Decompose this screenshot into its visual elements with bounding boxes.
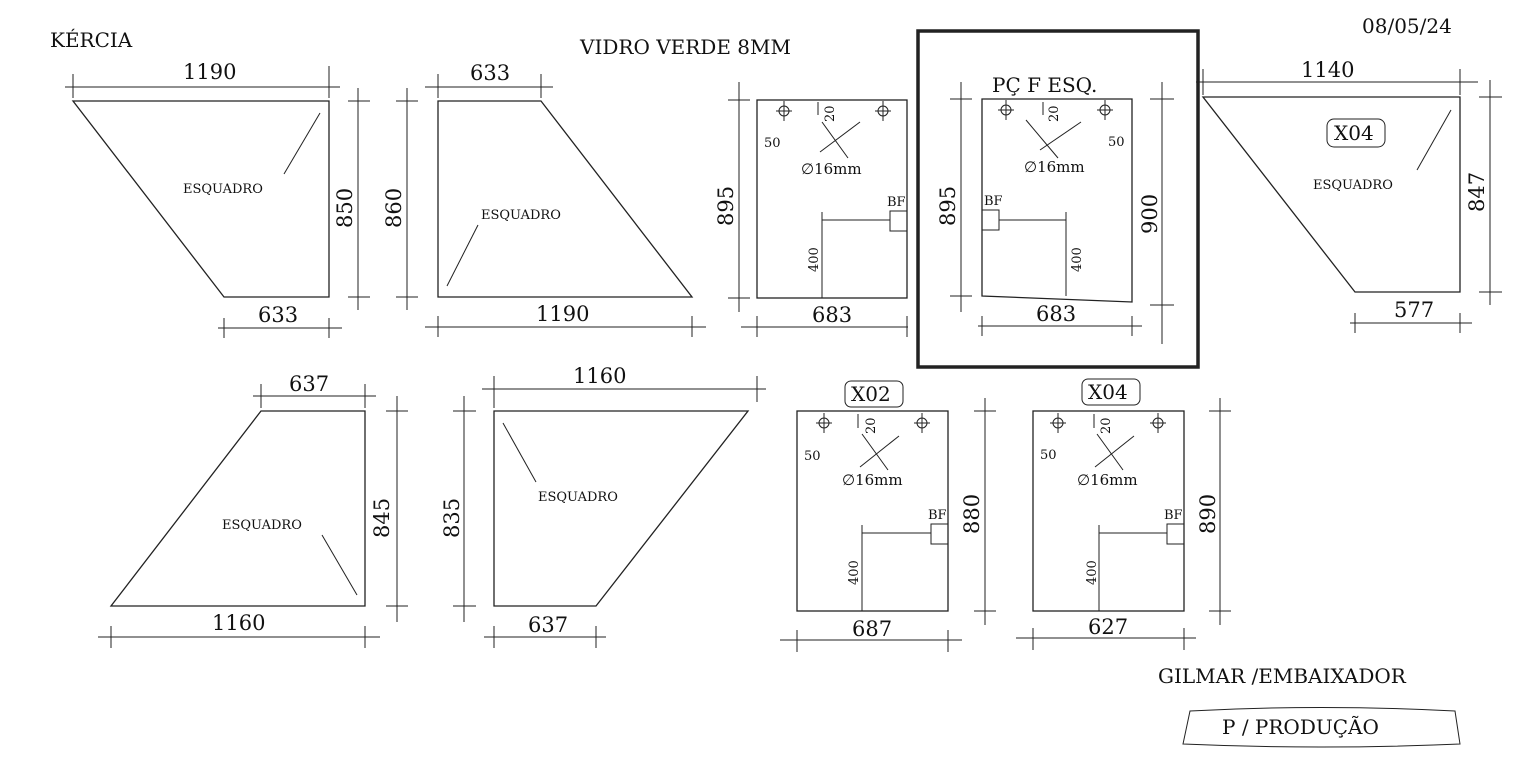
p1-right-dim: 850	[333, 188, 357, 228]
p8-tag-box	[844, 380, 904, 408]
piece-6: 637 1160 845 ESQUADRO	[98, 372, 408, 648]
p3-bf-label: BF	[887, 195, 906, 210]
p4-right-dim: 900	[1138, 194, 1162, 234]
piece-1: 1190 633 850 ESQUADRO	[65, 60, 370, 338]
p8-hole-label: ∅16mm	[842, 471, 903, 489]
p4-title: PÇ F ESQ.	[992, 73, 1097, 97]
p9-gap-dim: 20	[1099, 417, 1114, 434]
p9-edge-dim: 50	[1040, 448, 1057, 463]
p9-tag-box	[1081, 378, 1141, 406]
p7-bottom-dim: 637	[528, 613, 568, 637]
p4-bf-label: BF	[984, 194, 1003, 209]
p7-note: ESQUADRO	[538, 490, 618, 505]
piece-2: 633 1190 860 ESQUADRO	[382, 61, 706, 337]
p9-tag: X04	[1088, 380, 1128, 404]
piece-9: X04 20 50 ∅16mm BF 400 627 890	[1016, 378, 1231, 650]
p2-bottom-dim: 1190	[536, 302, 589, 326]
p4-handle-dim: 400	[1070, 247, 1085, 272]
p3-gap-dim: 20	[823, 105, 838, 122]
p4-edge-dim: 50	[1108, 135, 1125, 150]
p4-gap-dim: 20	[1047, 105, 1062, 122]
p3-hole-label: ∅16mm	[801, 160, 862, 178]
p3-hole-left	[776, 101, 792, 121]
p2-left-dim: 860	[382, 188, 406, 228]
p6-top-dim: 637	[289, 372, 329, 396]
p3-hole-right	[875, 101, 891, 121]
status-box	[1182, 707, 1461, 748]
material-label: VIDRO VERDE 8MM	[579, 35, 791, 59]
piece-4: PÇ F ESQ. 20 50 ∅16mm BF 400 683 895 900	[916, 29, 1200, 369]
p6-bottom-dim: 1160	[212, 611, 265, 635]
p9-hole-right	[1150, 413, 1166, 433]
piece-7: 1160 637 835 ESQUADRO	[440, 364, 766, 648]
p4-hole-left	[998, 100, 1014, 120]
p1-bottom-dim: 633	[258, 303, 298, 327]
p7-left-dim: 835	[440, 498, 464, 538]
installer-label: GILMAR /EMBAIXADOR	[1158, 664, 1407, 688]
piece-8: X02 20 50 ∅16mm BF 400 687 880	[780, 380, 996, 652]
p8-edge-dim: 50	[804, 449, 821, 464]
p3-bottom-dim: 683	[812, 303, 852, 327]
p8-gap-dim: 20	[864, 417, 879, 434]
p9-right-dim: 890	[1196, 494, 1220, 534]
p5-tag-box	[1326, 118, 1386, 148]
p4-bottom-dim: 683	[1036, 302, 1076, 326]
p9-handle-dim: 400	[1085, 560, 1100, 585]
p9-hole-left	[1050, 413, 1066, 433]
p8-handle-dim: 400	[847, 560, 862, 585]
p3-handle-dim: 400	[807, 247, 822, 272]
p5-bottom-dim: 577	[1394, 298, 1434, 322]
p5-right-dim: 847	[1465, 172, 1489, 212]
p5-note: ESQUADRO	[1313, 178, 1393, 193]
p4-left-dim: 895	[936, 186, 960, 226]
p5-tag: X04	[1334, 121, 1374, 145]
p6-note: ESQUADRO	[222, 518, 302, 533]
p5-top-dim: 1140	[1301, 58, 1354, 82]
p8-bf-label: BF	[928, 508, 947, 523]
p9-bf-label: BF	[1164, 508, 1183, 523]
client-name: KÉRCIA	[50, 28, 133, 52]
p6-right-dim: 845	[370, 498, 394, 538]
p1-note: ESQUADRO	[183, 182, 263, 197]
piece-5: 1140 X04 ESQUADRO 577 847	[1196, 58, 1502, 333]
p8-bottom-dim: 687	[852, 617, 892, 641]
p9-hole-label: ∅16mm	[1077, 471, 1138, 489]
piece-3: 20 50 ∅16mm BF 400 683 895	[714, 82, 908, 337]
p2-note: ESQUADRO	[481, 208, 561, 223]
p9-bottom-dim: 627	[1088, 615, 1128, 639]
p8-tag: X02	[851, 382, 891, 406]
p7-top-dim: 1160	[573, 364, 626, 388]
p4-hole-right	[1097, 100, 1113, 120]
date-label: 08/05/24	[1362, 14, 1452, 38]
p4-hole-label: ∅16mm	[1024, 158, 1085, 176]
p1-top-dim: 1190	[183, 60, 236, 84]
p8-hole-left	[816, 413, 832, 433]
p8-hole-right	[914, 413, 930, 433]
p8-right-dim: 880	[960, 494, 984, 534]
status-label: P / PRODUÇÃO	[1222, 715, 1379, 739]
p3-left-dim: 895	[714, 186, 738, 226]
p3-edge-dim: 50	[764, 136, 781, 151]
p2-top-dim: 633	[470, 61, 510, 85]
